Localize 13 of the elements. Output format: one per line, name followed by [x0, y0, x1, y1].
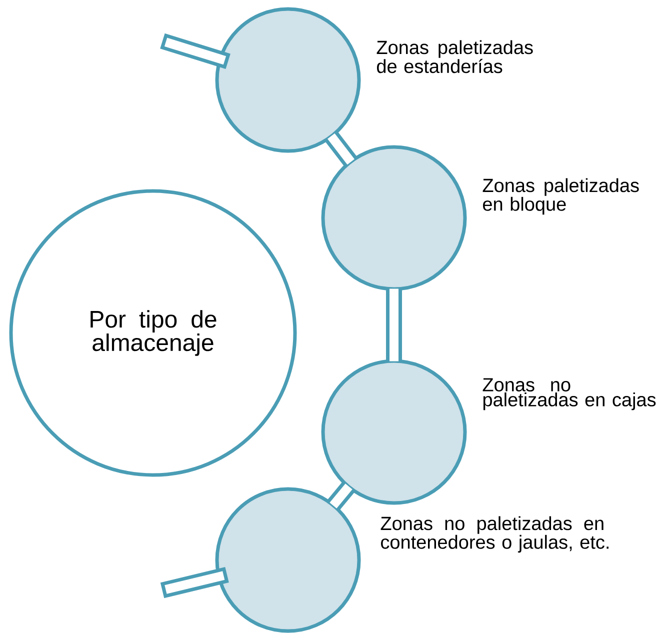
connector-band	[386, 288, 402, 362]
circle-node	[215, 487, 361, 633]
connector-band	[324, 131, 358, 167]
circle-node	[321, 359, 467, 505]
node-caption: Zonas paletizadas en bloque	[482, 178, 639, 215]
circle-node	[215, 7, 361, 153]
connector-band	[162, 35, 228, 68]
connector-band	[326, 481, 356, 511]
node-caption: Zonas paletizadas de estanderías	[376, 40, 533, 74]
node-caption: Zonas no paletizadas en contenedores o jaulas, etc.	[380, 516, 608, 553]
node-caption: Zonas no paletizadas en cajas	[482, 378, 656, 410]
connector-band	[162, 568, 228, 596]
circle-node	[321, 145, 467, 291]
